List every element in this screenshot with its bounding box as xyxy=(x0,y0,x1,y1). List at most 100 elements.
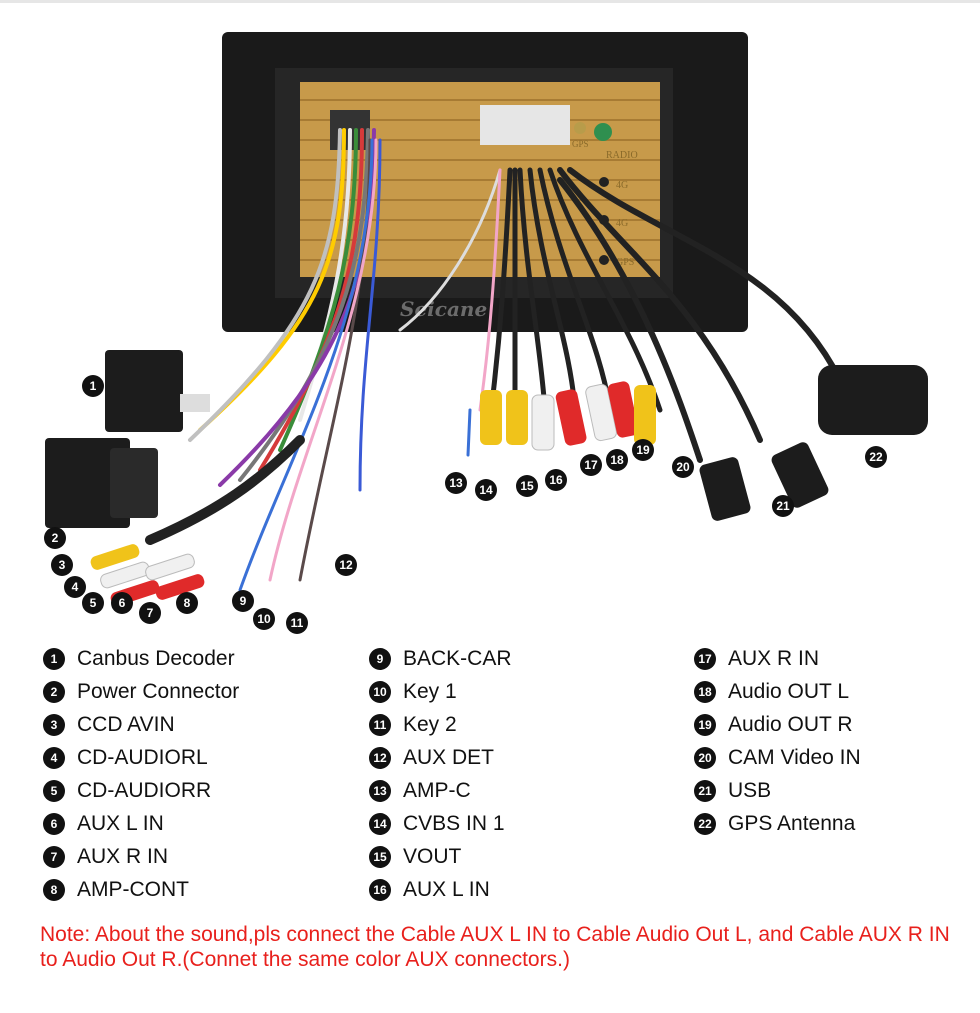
legend-label: CD-AUDIORR xyxy=(77,778,212,802)
callout-4: 4 xyxy=(64,576,86,598)
number-badge: 17 xyxy=(694,647,716,670)
callout-18: 18 xyxy=(606,449,628,471)
number-badge: 13 xyxy=(369,779,391,802)
number-badge: 22 xyxy=(694,812,716,835)
legend-label: BACK-CAR xyxy=(403,646,512,670)
legend-item: 10 Key 1 xyxy=(369,675,512,708)
svg-text:18: 18 xyxy=(610,453,624,467)
legend-label: Audio OUT L xyxy=(728,679,850,703)
callout-5: 5 xyxy=(82,592,104,614)
port-4g-label-2: 4G xyxy=(616,218,628,229)
callout-17: 17 xyxy=(580,454,602,476)
svg-text:2: 2 xyxy=(52,531,59,545)
legend-item: 20 CAM Video IN xyxy=(694,741,861,774)
callout-13: 13 xyxy=(445,472,467,494)
legend-item: 14 CVBS IN 1 xyxy=(369,807,512,840)
callout-20: 20 xyxy=(672,456,694,478)
callout-12: 12 xyxy=(335,554,357,576)
number-badge: 4 xyxy=(43,746,65,769)
legend-label: Key 1 xyxy=(403,679,457,703)
number-badge: 10 xyxy=(369,680,391,703)
svg-text:7: 7 xyxy=(147,606,154,620)
power-connector xyxy=(45,438,130,528)
callout-6: 6 xyxy=(111,592,133,614)
svg-text:21: 21 xyxy=(776,499,790,513)
top-divider xyxy=(0,0,980,3)
number-badge: 12 xyxy=(369,746,391,769)
callout-21: 21 xyxy=(772,495,794,517)
legend-item: 12 AUX DET xyxy=(369,741,512,774)
legend-label: USB xyxy=(728,778,772,802)
svg-text:6: 6 xyxy=(119,596,126,610)
legend-item: 7 AUX R IN xyxy=(43,840,239,873)
legend-item: 4 CD-AUDIORL xyxy=(43,741,239,774)
legend-label: GPS Antenna xyxy=(728,811,856,835)
number-badge: 15 xyxy=(369,845,391,868)
callout-11: 11 xyxy=(286,612,308,634)
legend-label: AUX DET xyxy=(403,745,495,769)
legend-label: Canbus Decoder xyxy=(77,646,235,670)
port-gps-label: GPS xyxy=(616,257,634,268)
legend: 1 Canbus Decoder 2 Power Connector 3 CCD AV… xyxy=(0,642,980,912)
legend-label: CCD AVIN xyxy=(77,712,175,736)
number-badge: 2 xyxy=(43,680,65,703)
legend-item: 3 CCD AVIN xyxy=(43,708,239,741)
port-gps-top-label: GPS xyxy=(572,139,589,149)
number-badge: 6 xyxy=(43,812,65,835)
sound-connection-note: Note: About the sound,pls connect the Ca… xyxy=(40,923,950,971)
legend-label: AUX R IN xyxy=(77,844,169,868)
callout-7: 7 xyxy=(139,602,161,624)
legend-label: Audio OUT R xyxy=(728,712,853,736)
gps-antenna xyxy=(818,365,928,435)
legend-item: 13 AMP-C xyxy=(369,774,512,807)
legend-item: 22 GPS Antenna xyxy=(694,807,861,840)
callout-9: 9 xyxy=(232,590,254,612)
svg-text:20: 20 xyxy=(676,460,690,474)
canbus-decoder xyxy=(105,350,183,432)
number-badge: 3 xyxy=(43,713,65,736)
callout-22: 22 xyxy=(865,446,887,468)
svg-text:22: 22 xyxy=(869,450,883,464)
number-badge: 19 xyxy=(694,713,716,736)
gps-port xyxy=(594,123,612,141)
callout-3: 3 xyxy=(51,554,73,576)
number-badge: 14 xyxy=(369,812,391,835)
callout-1: 1 xyxy=(82,375,104,397)
svg-text:19: 19 xyxy=(636,443,650,457)
legend-label: CD-AUDIORL xyxy=(77,745,208,769)
number-badge: 16 xyxy=(369,878,391,901)
legend-label: AMP-C xyxy=(403,778,471,802)
legend-column-3: 17 AUX R IN 18 Audio OUT L 19 Audio OUT R 2… xyxy=(694,642,861,840)
legend-item: 9 BACK-CAR xyxy=(369,642,512,675)
legend-label: CVBS IN 1 xyxy=(403,811,505,835)
svg-text:10: 10 xyxy=(257,612,271,626)
legend-item: 16 AUX L IN xyxy=(369,873,512,906)
port-4g-label: 4G xyxy=(616,180,628,191)
svg-text:13: 13 xyxy=(449,476,463,490)
usb-connector-1 xyxy=(699,457,751,521)
legend-label: AUX R IN xyxy=(728,646,820,670)
legend-label: Key 2 xyxy=(403,712,457,736)
number-badge: 18 xyxy=(694,680,716,703)
legend-item: 17 AUX R IN xyxy=(694,642,861,675)
callout-15: 15 xyxy=(516,475,538,497)
svg-text:17: 17 xyxy=(584,458,598,472)
callout-14: 14 xyxy=(475,479,497,501)
legend-label: CAM Video IN xyxy=(728,745,861,769)
legend-label: AUX L IN xyxy=(403,877,490,901)
center-rca-plugs xyxy=(480,381,656,451)
legend-label: Power Connector xyxy=(77,679,240,703)
svg-text:14: 14 xyxy=(479,483,493,497)
number-badge: 1 xyxy=(43,647,65,670)
svg-text:16: 16 xyxy=(549,473,563,487)
number-badge: 20 xyxy=(694,746,716,769)
number-badge: 9 xyxy=(369,647,391,670)
number-badge: 7 xyxy=(43,845,65,868)
legend-item: 19 Audio OUT R xyxy=(694,708,861,741)
